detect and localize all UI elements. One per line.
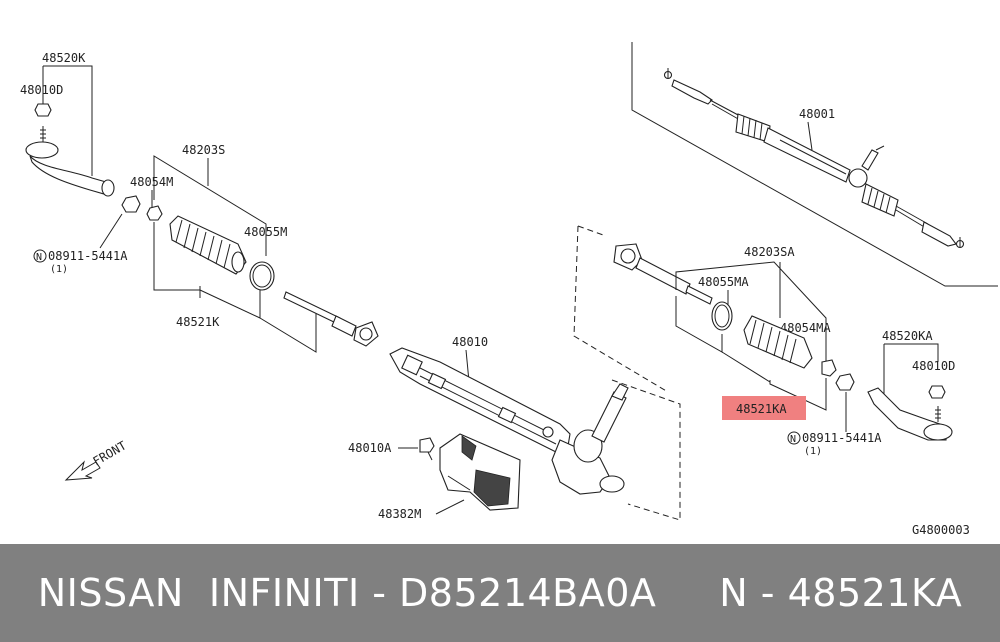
bracket-48203SA: 48203SA 48055MA 48054MA (675, 245, 831, 362)
bracket-48203S: 48203S 48055M (153, 143, 287, 256)
n-symbol-right: N (790, 434, 796, 445)
parts-diagram: 48001 48520K 48010D 48054M N 08911-5441A… (20, 42, 998, 537)
footer-banner: NISSAN INFINITI - D85214BA0A N - 48521KA (0, 544, 1000, 642)
front-direction-indicator: FRONT (64, 438, 129, 481)
label-48054M: 48054M (130, 175, 173, 189)
part-48382M: 48382M (378, 433, 521, 521)
label-48203S: 48203S (182, 143, 225, 157)
label-48010A: 48010A (348, 441, 392, 455)
label-qty-left: (1) (50, 264, 68, 275)
inner-rod-right (613, 243, 713, 305)
label-qty-right: (1) (804, 446, 822, 457)
inset-assembly: 48001 (631, 42, 998, 287)
label-48054MA: 48054MA (780, 321, 831, 335)
boot-right (743, 315, 837, 377)
label-48055M: 48055M (244, 225, 287, 239)
clamp-ring-left (249, 261, 275, 291)
boot-left (169, 215, 247, 275)
right-group-dashed (573, 225, 669, 393)
label-48203SA: 48203SA (744, 245, 795, 259)
part-48054M-nut-left: 48054M N 08911-5441A (1) (33, 175, 173, 275)
figure-code: G4800003 (912, 523, 970, 537)
bracket-48521K: 48521K (153, 222, 317, 353)
label-08911-right: 08911-5441A (802, 431, 882, 445)
label-48010D-right: 48010D (912, 359, 955, 373)
bracket-48521KA: 48521KA (675, 296, 827, 420)
label-48382M: 48382M (378, 507, 421, 521)
label-48520KA: 48520KA (882, 329, 933, 343)
footer-part-text: NISSAN INFINITI - D85214BA0A N - 48521KA (37, 571, 963, 615)
rack-housing-48010: 48010 (389, 335, 681, 521)
part-48520K: 48520K 48010D (20, 51, 115, 197)
label-08911-left: 08911-5441A (48, 249, 128, 263)
inner-rod-left (283, 291, 379, 347)
label-front: FRONT (91, 438, 129, 468)
n-symbol-left: N (36, 252, 42, 263)
label-48521KA: 48521KA (736, 402, 787, 416)
part-48010A: 48010A (348, 437, 435, 461)
label-48520K: 48520K (42, 51, 86, 65)
label-48010: 48010 (452, 335, 488, 349)
part-48520KA: 48520KA 48010D N 08911-5441A (1) (787, 329, 955, 457)
label-48010D-left: 48010D (20, 83, 63, 97)
highlight-48521KA (722, 396, 806, 420)
label-48521K: 48521K (176, 315, 220, 329)
label-48055MA: 48055MA (698, 275, 749, 289)
label-48001: 48001 (799, 107, 835, 121)
